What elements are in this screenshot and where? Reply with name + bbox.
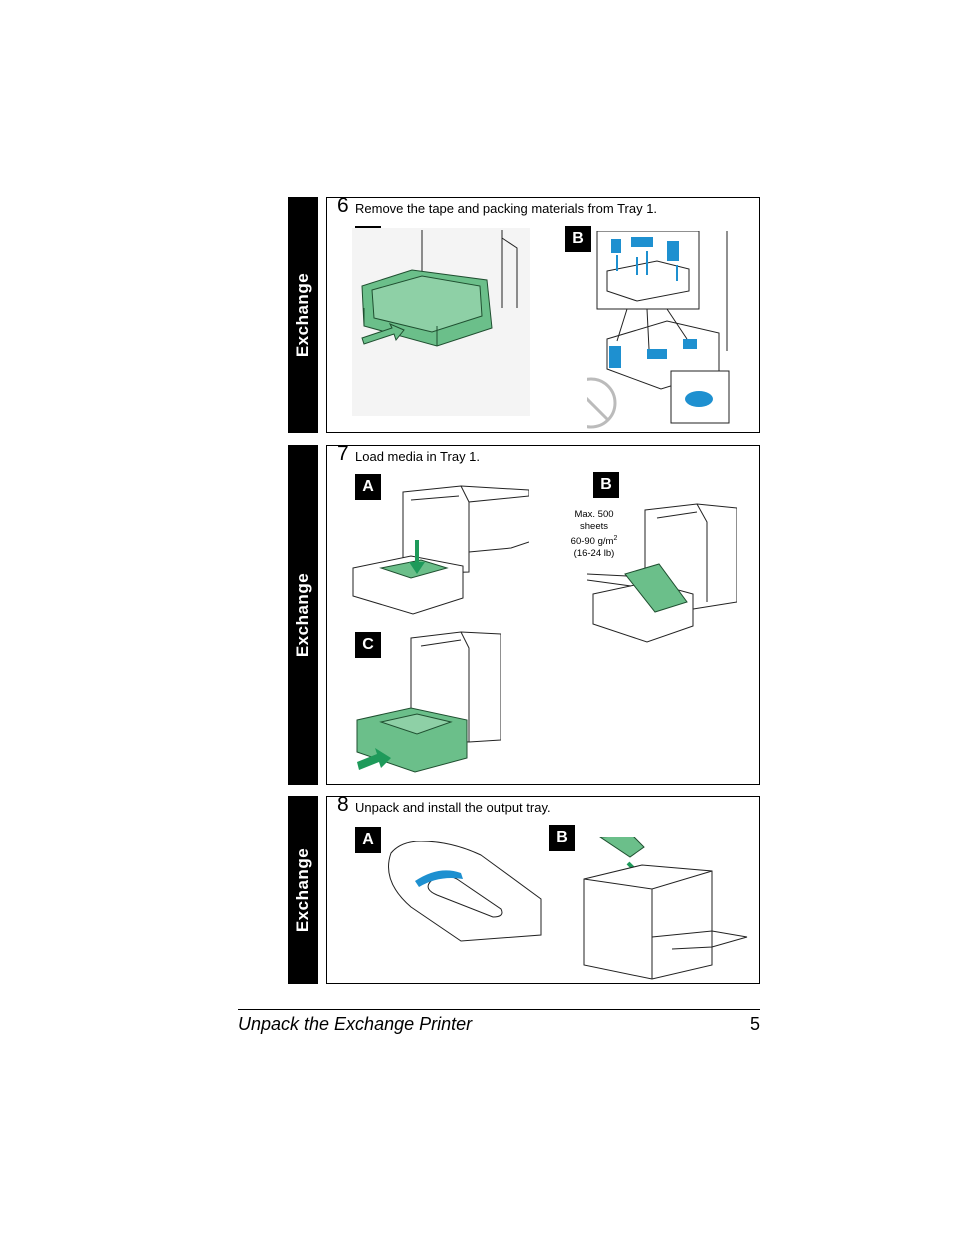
callout-line: 60-90 g/m2 [570, 535, 618, 548]
callout-line: (16-24 lb) [573, 548, 615, 560]
printer-tray-illustration [583, 837, 748, 980]
footer-title: Unpack the Exchange Printer [238, 1014, 473, 1034]
panel-c-tag: C [355, 632, 381, 658]
side-tab: Exchange [288, 796, 318, 984]
step-number: 6 [337, 194, 349, 217]
step-7: Exchange 7 Load media in Tray 1. A B Max… [288, 442, 760, 785]
side-tab: Exchange [288, 197, 318, 433]
insert-tray-illustration [356, 631, 501, 773]
footer-rule [238, 1009, 760, 1010]
callout-line: Max. 500 [574, 509, 614, 520]
packing-removal-illustration [587, 231, 730, 429]
step-box: 6 Remove the tape and packing materials … [326, 194, 760, 433]
side-label: Exchange [293, 847, 312, 933]
panel-b-tag: B [565, 226, 591, 252]
step-6: Exchange 6 Remove the tape and packing m… [288, 194, 760, 433]
step-instruction: Load media in Tray 1. [355, 449, 481, 464]
step-box: 7 Load media in Tray 1. A B Max. 500 she… [326, 442, 760, 785]
panel-a-tag: A [355, 474, 381, 500]
step-number: 7 [337, 442, 349, 465]
output-tray-illustration [388, 841, 542, 942]
side-tab: Exchange [288, 445, 318, 785]
side-label: Exchange [293, 572, 312, 658]
page-number: 5 [749, 1014, 760, 1034]
tray-removal-illustration [352, 228, 530, 416]
paper-stack-illustration [587, 503, 737, 643]
step-instruction: Unpack and install the output tray. [355, 800, 551, 815]
callout-line: sheets [580, 521, 608, 532]
step-number: 8 [337, 793, 349, 816]
side-label: Exchange [293, 272, 312, 358]
load-media-illustration [352, 485, 529, 615]
panel-a-tag: A [355, 827, 381, 853]
step-instruction: Remove the tape and packing materials fr… [355, 201, 658, 216]
panel-b-tag: B [549, 825, 575, 851]
panel-b-tag: B [593, 472, 619, 498]
capacity-callout: Max. 500 sheets 60-90 g/m2 (16-24 lb) [569, 509, 619, 560]
step-8: Exchange 8 Unpack and install the output… [288, 793, 760, 984]
step-box: 8 Unpack and install the output tray. A … [326, 793, 760, 984]
